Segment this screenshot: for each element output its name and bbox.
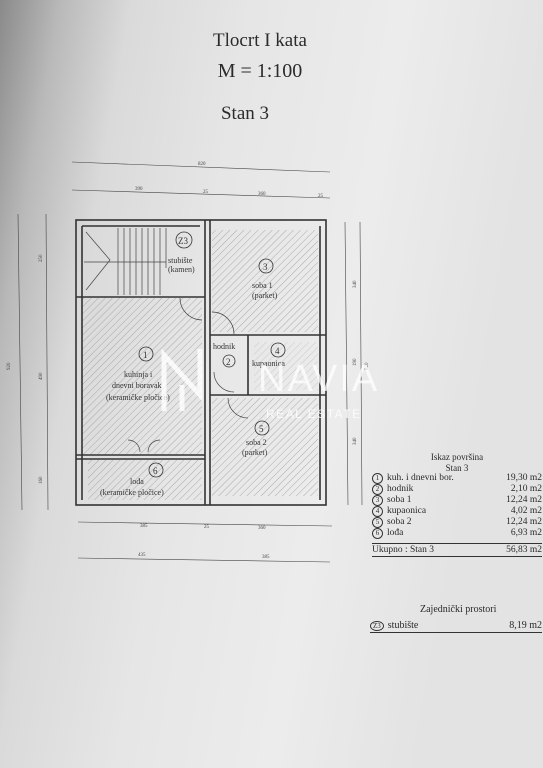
room-labels: Z3 stubište (kamen) 3 soba 1 (parket) 1 … (100, 231, 286, 497)
row-number: 3 (372, 495, 383, 506)
room-3-name: soba 1 (252, 281, 273, 290)
dim-top-total: 820 (198, 162, 206, 167)
room-1-name2: dnevni boravak (112, 381, 162, 390)
dimension-labels: 820 390 25 360 25 385 25 360 435 385 920… (7, 162, 370, 560)
table-row: 6 lođa 6,93 m2 (372, 528, 542, 539)
row-value: 12,24 m2 (506, 495, 542, 505)
row-number: 4 (372, 506, 383, 517)
row-label: kuh. i dnevni bor. (387, 473, 454, 483)
dim-left-b: 490 (39, 372, 44, 380)
room-2-name: hodnik (213, 342, 235, 351)
dim-bottom-c: 360 (258, 526, 266, 531)
table-row: 2 hodnik 2,10 m2 (372, 484, 542, 495)
dimension-lines (17, 161, 363, 563)
row-number: 2 (372, 484, 383, 495)
common-area-value: 8,19 m2 (509, 620, 542, 631)
room-4-number: 4 (275, 346, 280, 356)
area-table-title: Iskaz površina (430, 452, 484, 462)
room-z3-number: Z3 (178, 236, 188, 246)
dim-top-d: 25 (318, 194, 324, 199)
common-area-number: Z3 (370, 621, 384, 631)
row-value: 12,24 m2 (506, 517, 542, 527)
room-6-number: 6 (153, 466, 158, 476)
dim-top-c: 360 (258, 192, 266, 197)
stairs (84, 228, 167, 295)
common-area-label: stubište (387, 620, 419, 631)
watermark-brand: NAVIA (258, 358, 380, 400)
doors (127, 297, 249, 453)
dim-right-c: 340 (353, 437, 358, 445)
dim-top-a: 390 (135, 187, 143, 192)
plan-scale: M = 1:100 (217, 60, 303, 82)
room-4-name: kupaonica (252, 359, 285, 368)
dim-top-b: 25 (203, 190, 209, 195)
room-3-number: 3 (263, 262, 268, 272)
room-6-name: lođa (130, 477, 144, 486)
table-row: 4 kupaonica 4,02 m2 (372, 506, 542, 517)
room-5-name: soba 2 (246, 438, 267, 447)
room-2-number: 2 (226, 357, 231, 367)
plan-unit: Stan 3 (220, 103, 270, 124)
dim-left-total: 920 (7, 362, 12, 370)
table-row: 5 soba 2 12,24 m2 (372, 517, 542, 528)
row-label: soba 2 (387, 517, 412, 527)
navia-logo-icon (161, 348, 203, 411)
dim-bottom-b: 25 (204, 525, 210, 530)
row-label: lođa (387, 528, 404, 538)
table-row: 1 kuh. i dnevni bor. 19,30 m2 (372, 473, 542, 484)
area-table-subtitle: Stan 3 (445, 463, 469, 473)
room-z3-name: stubište (168, 256, 193, 265)
common-areas-title: Zajednički prostori (420, 604, 497, 615)
area-total-label: Ukupno : Stan 3 (372, 545, 435, 555)
dim-right-total: 820 (365, 362, 370, 370)
dim-left-a: 250 (39, 254, 44, 262)
dim-right-b: 190 (353, 358, 358, 366)
room-5-number: 5 (259, 424, 264, 434)
dim-bottom-total-b: 385 (262, 555, 270, 560)
room-5-finish: (parket) (242, 448, 268, 457)
row-label: kupaonica (387, 506, 427, 516)
row-value: 6,93 m2 (510, 528, 542, 538)
room-1-finish: (keramičke pločice) (106, 393, 170, 402)
row-value: 2,10 m2 (510, 484, 542, 494)
plan-title: Tlocrt I kata (213, 30, 307, 51)
row-value: 19,30 m2 (506, 473, 542, 483)
row-number: 1 (372, 473, 383, 484)
area-total-value: 56,83 m2 (506, 545, 542, 555)
row-number: 6 (372, 528, 383, 539)
area-total-row: Ukupno : Stan 3 56,83 m2 (372, 543, 542, 557)
watermark-sub: REAL ESTATE (266, 407, 362, 421)
room-6-finish: (keramičke pločice) (100, 488, 164, 497)
dim-bottom-total-a: 435 (138, 553, 146, 558)
room-1-number: 1 (143, 350, 148, 360)
dim-right-a: 340 (353, 280, 358, 288)
area-table: Iskaz površina Stan 3 1 kuh. i dnevni bor… (372, 452, 542, 557)
row-label: hodnik (387, 484, 414, 494)
dim-bottom-a: 385 (140, 524, 148, 529)
room-3-finish: (parket) (252, 291, 278, 300)
room-z3-finish: (kamen) (168, 265, 195, 274)
row-value: 4,02 m2 (510, 506, 542, 516)
walls (75, 219, 327, 506)
table-row: 3 soba 1 12,24 m2 (372, 495, 542, 506)
dim-left-c: 160 (39, 476, 44, 484)
area-table-rows: 1 kuh. i dnevni bor. 19,30 m2 2 hodnik 2,1… (372, 473, 542, 539)
row-label: soba 1 (387, 495, 412, 505)
room-1-name: kuhinja i (124, 370, 153, 379)
row-number: 5 (372, 517, 383, 528)
